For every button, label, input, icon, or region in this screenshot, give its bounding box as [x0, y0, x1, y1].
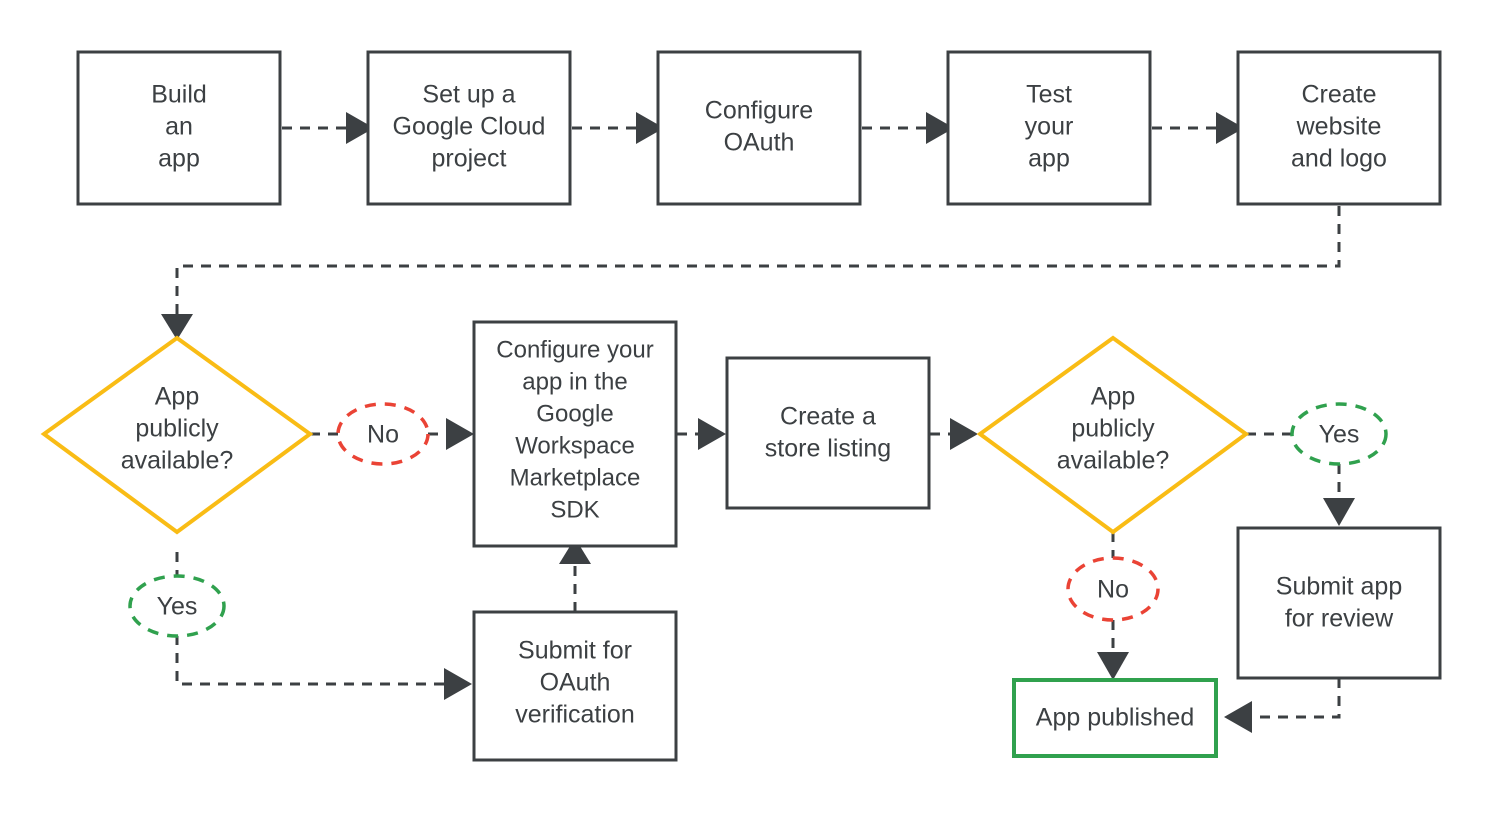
edge-label-right-yes-text: Yes [1319, 421, 1360, 449]
node-app-published[interactable]: App published [1012, 678, 1218, 758]
node-configure-sdk-line4: Workspace [515, 432, 635, 459]
edge-submit-review-to-app-published [1224, 678, 1341, 733]
decision-right-line2: publicly [1071, 415, 1155, 443]
edge-label-left-yes-text: Yes [157, 593, 198, 621]
node-submit-oauth-line2: OAuth [540, 669, 611, 697]
node-setup-google-cloud-project[interactable]: Set up a Google Cloud project [366, 50, 572, 206]
node-store-listing-line1: Create a [780, 403, 876, 431]
edge-test-to-website [1152, 112, 1244, 144]
node-create-website-line2: website [1296, 113, 1382, 141]
node-test-your-app-line2: your [1025, 113, 1074, 141]
decision-left-line3: available? [121, 447, 234, 475]
node-create-website-line1: Create [1301, 81, 1376, 109]
node-app-published-label: App published [1036, 704, 1194, 732]
node-configure-oauth-line1: Configure [705, 97, 813, 125]
node-submit-review-line2: for review [1285, 605, 1394, 633]
node-create-website-and-logo[interactable]: Create website and logo [1236, 50, 1442, 206]
edge-gcp-to-oauth [572, 112, 664, 144]
node-test-your-app-line3: app [1028, 145, 1070, 173]
node-setup-gcp-line2: Google Cloud [393, 113, 546, 141]
node-build-an-app-line1: Build [151, 81, 207, 109]
node-submit-oauth-line1: Submit for [518, 637, 632, 665]
node-submit-for-oauth-verification[interactable]: Submit for OAuth verification [472, 610, 678, 762]
node-configure-sdk-line6: SDK [550, 496, 599, 523]
node-configure-sdk-line2: app in the [522, 368, 627, 395]
edge-label-right-no-text: No [1097, 576, 1129, 604]
decision-right-line1: App [1091, 383, 1135, 411]
edge-submit-oauth-to-configure-sdk [559, 538, 591, 612]
node-create-website-line3: and logo [1291, 145, 1387, 173]
node-build-an-app[interactable]: Build an app [76, 50, 282, 206]
node-configure-sdk-line5: Marketplace [510, 464, 641, 491]
decision-left-line2: publicly [135, 415, 219, 443]
node-store-listing-line2: store listing [765, 435, 891, 463]
edge-configure-sdk-to-store-listing [677, 418, 726, 450]
edge-label-left-yes: Yes [128, 574, 226, 638]
node-submit-oauth-line3: verification [515, 701, 635, 729]
node-test-your-app[interactable]: Test your app [946, 50, 1152, 206]
node-configure-sdk-line3: Google [536, 400, 613, 427]
node-build-an-app-line2: an [165, 113, 193, 141]
edge-label-right-yes: Yes [1290, 402, 1388, 466]
edge-left-decision-no [310, 418, 474, 450]
edge-right-decision-no [1097, 532, 1129, 680]
edge-store-listing-to-decision-right [930, 418, 978, 450]
node-submit-app-for-review[interactable]: Submit app for review [1236, 526, 1442, 680]
node-test-your-app-line1: Test [1026, 81, 1072, 109]
edge-label-right-no: No [1066, 556, 1160, 622]
node-submit-review-line1: Submit app [1276, 573, 1402, 601]
edge-label-left-no: No [336, 402, 430, 466]
edge-website-to-decision-left [161, 206, 1341, 340]
node-setup-gcp-line1: Set up a [422, 81, 515, 109]
decision-right-line3: available? [1057, 447, 1170, 475]
node-setup-gcp-line3: project [431, 145, 506, 173]
node-configure-sdk-line1: Configure your [496, 336, 653, 363]
edge-label-left-no-text: No [367, 421, 399, 449]
decision-app-publicly-available-left[interactable]: App publicly available? [40, 335, 314, 535]
node-configure-app-in-marketplace-sdk[interactable]: Configure your app in the Google Workspa… [472, 320, 678, 548]
edge-right-decision-yes [1246, 432, 1355, 526]
edge-oauth-to-test [862, 112, 954, 144]
node-create-store-listing[interactable]: Create a store listing [725, 356, 931, 510]
node-configure-oauth-line2: OAuth [724, 129, 795, 157]
edge-build-to-gcp [282, 112, 374, 144]
node-build-an-app-line3: app [158, 145, 200, 173]
node-configure-oauth[interactable]: Configure OAuth [656, 50, 862, 206]
decision-app-publicly-available-right[interactable]: App publicly available? [976, 335, 1250, 535]
decision-left-line1: App [155, 383, 199, 411]
edge-left-decision-yes [175, 552, 472, 700]
